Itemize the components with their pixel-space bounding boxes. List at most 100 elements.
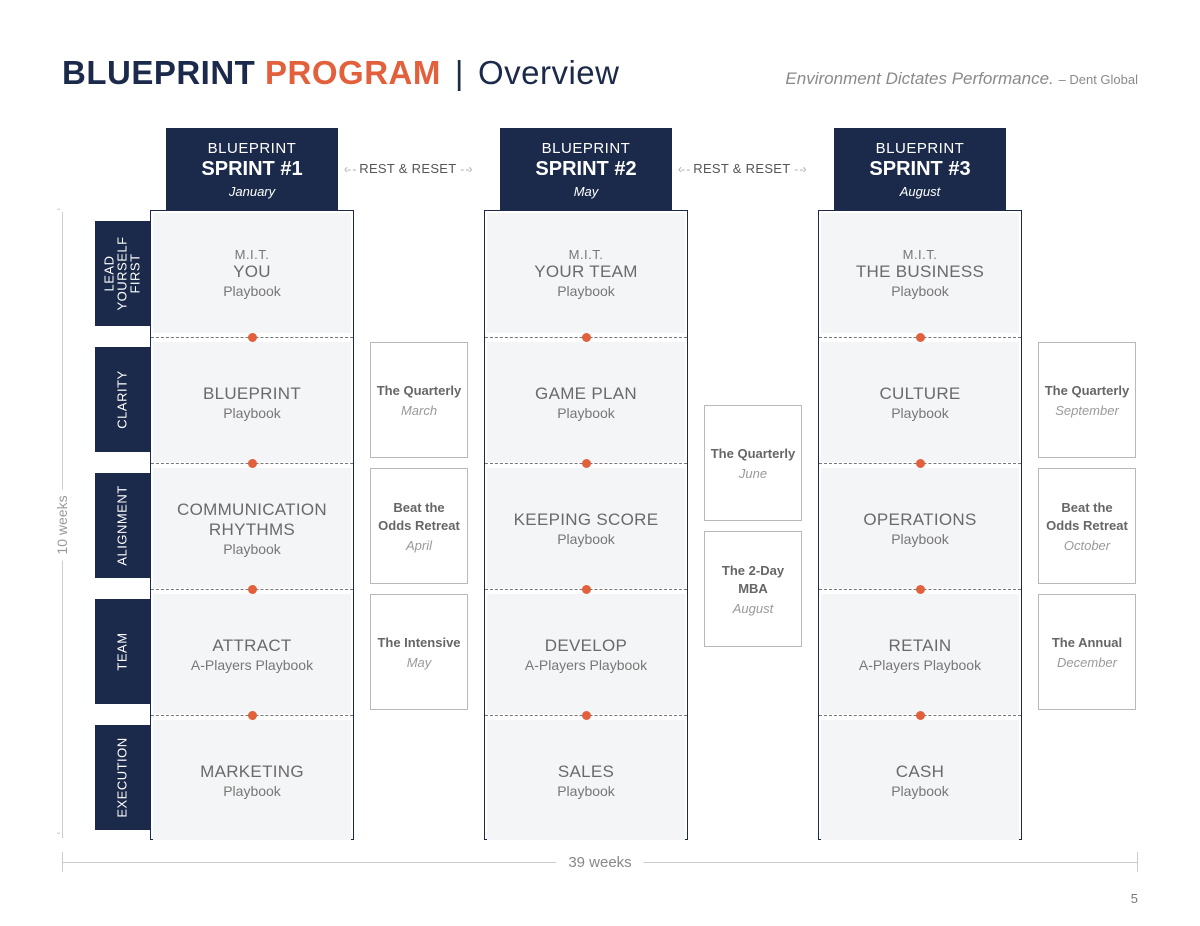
- cell-title: BLUEPRINT: [202, 383, 302, 403]
- cell-title: MARKETING: [200, 761, 304, 781]
- cell-subtitle: Playbook: [891, 530, 949, 547]
- event-box: The Intensive May: [370, 594, 468, 710]
- sprint-2-header: BLUEPRINT SPRINT #2 May: [500, 128, 672, 212]
- milestone-dot: [915, 711, 925, 720]
- cell-title: YOUR TEAM: [534, 262, 638, 281]
- left-arrow-icon: ‹- -: [344, 162, 356, 176]
- tagline-quote: Environment Dictates Performance.: [785, 69, 1054, 88]
- sprint-header-month: August: [899, 184, 941, 199]
- event-month: August: [732, 601, 774, 616]
- down-arrow-icon: ˇ: [57, 832, 61, 843]
- tagline-attribution: – Dent Global: [1058, 72, 1139, 87]
- playbook-cell: MARKETING Playbook: [153, 720, 351, 840]
- row-label-alignment: ALIGNMENT: [95, 473, 150, 578]
- playbook-cell: DEVELOP A-Players Playbook: [487, 594, 685, 714]
- cell-prefix: M.I.T.: [234, 247, 270, 262]
- event-name: The Quarterly: [1044, 383, 1130, 398]
- right-arrow-icon: - -›: [460, 162, 472, 176]
- cell-title: CULTURE: [879, 383, 961, 403]
- cell-subtitle: Playbook: [223, 540, 281, 557]
- playbook-cell: COMMUNICATION RHYTHMS Playbook: [153, 468, 351, 588]
- row-divider: [819, 585, 1021, 594]
- up-arrow-icon: ˆ: [57, 208, 61, 219]
- axis-tick-left: [62, 852, 63, 872]
- cell-subtitle: Playbook: [557, 782, 615, 799]
- cell-title: THE BUSINESS: [855, 262, 985, 281]
- playbook-cell: KEEPING SCORE Playbook: [487, 468, 685, 588]
- playbook-cell: M.I.T. THE BUSINESS Playbook: [821, 213, 1019, 333]
- playbook-cell: GAME PLAN Playbook: [487, 342, 685, 462]
- cell-subtitle: Playbook: [223, 782, 281, 799]
- row-divider: [151, 711, 353, 720]
- row-label-line: EXECUTION: [115, 737, 130, 818]
- sprint-3-header: BLUEPRINT SPRINT #3 August: [834, 128, 1006, 212]
- row-label-line: ALIGNMENT: [115, 485, 130, 566]
- milestone-dot: [247, 333, 257, 342]
- playbook-cell: OPERATIONS Playbook: [821, 468, 1019, 588]
- playbook-cell: RETAIN A-Players Playbook: [821, 594, 1019, 714]
- event-month: October: [1063, 538, 1111, 553]
- cell-subtitle: Playbook: [891, 283, 949, 299]
- milestone-dot: [915, 459, 925, 468]
- event-month: June: [738, 466, 768, 481]
- row-divider: [819, 333, 1021, 342]
- cell-title: OPERATIONS: [863, 509, 977, 529]
- row-divider: [485, 459, 687, 468]
- row-label-team: TEAM: [95, 599, 150, 704]
- playbook-cell: CULTURE Playbook: [821, 342, 1019, 462]
- cell-subtitle: A-Players Playbook: [190, 656, 314, 673]
- milestone-dot: [247, 711, 257, 720]
- sprint-header-number: SPRINT #2: [535, 158, 637, 180]
- event-box: The Quarterly March: [370, 342, 468, 458]
- cell-title: SALES: [557, 761, 615, 781]
- cell-title: YOU: [233, 262, 271, 281]
- event-month: September: [1055, 403, 1119, 418]
- event-box: The Quarterly September: [1038, 342, 1136, 458]
- cell-title: KEEPING SCORE: [513, 509, 659, 529]
- sprint-header-month: May: [573, 184, 599, 199]
- row-divider: [485, 585, 687, 594]
- cell-subtitle: Playbook: [223, 283, 281, 299]
- event-box: Beat the Odds Retreat October: [1038, 468, 1136, 584]
- playbook-cell: ATTRACT A-Players Playbook: [153, 594, 351, 714]
- title-separator: |: [454, 54, 464, 91]
- rest-reset-1: ‹- - REST & RESET - -›: [344, 161, 473, 176]
- cell-subtitle: Playbook: [557, 283, 615, 299]
- milestone-dot: [915, 333, 925, 342]
- right-arrow-icon: - -›: [794, 162, 806, 176]
- cell-title: COMMUNICATION: [177, 499, 327, 519]
- title-overview: Overview: [477, 54, 620, 91]
- playbook-cell: CASH Playbook: [821, 720, 1019, 840]
- cell-prefix: M.I.T.: [902, 247, 938, 262]
- cell-prefix: M.I.T.: [568, 247, 604, 262]
- cell-subtitle: A-Players Playbook: [524, 656, 648, 673]
- rest-reset-2: ‹- - REST & RESET - -›: [678, 161, 807, 176]
- row-divider: [819, 711, 1021, 720]
- cell-subtitle: Playbook: [223, 404, 281, 421]
- event-name: Beat the Odds Retreat: [378, 500, 460, 533]
- playbook-cell: M.I.T. YOU Playbook: [153, 213, 351, 333]
- cell-title-line2: RHYTHMS: [208, 519, 296, 539]
- event-box: The 2-Day MBA August: [704, 531, 802, 647]
- playbook-cell: BLUEPRINT Playbook: [153, 342, 351, 462]
- axis-tick-right: [1137, 852, 1138, 872]
- cell-title: ATTRACT: [212, 635, 292, 655]
- event-month: May: [406, 655, 432, 670]
- event-name: The Quarterly: [376, 383, 462, 398]
- sprint-1-header: BLUEPRINT SPRINT #1 January: [166, 128, 338, 212]
- sprint-header-line1: BLUEPRINT: [207, 140, 297, 157]
- milestone-dot: [581, 333, 591, 342]
- event-name: The Quarterly: [710, 446, 796, 461]
- event-month: March: [400, 403, 438, 418]
- playbook-cell: M.I.T. YOUR TEAM Playbook: [487, 213, 685, 333]
- title-program: PROGRAM: [265, 54, 441, 91]
- sprint-header-line1: BLUEPRINT: [875, 140, 965, 157]
- vertical-axis-label: 10 weeks: [54, 489, 70, 561]
- row-divider: [151, 333, 353, 342]
- sprint-header-number: SPRINT #3: [869, 158, 971, 180]
- sprint-header-number: SPRINT #1: [201, 158, 303, 180]
- playbook-cell: SALES Playbook: [487, 720, 685, 840]
- row-divider: [485, 711, 687, 720]
- row-label-line: CLARITY: [115, 370, 130, 429]
- sprint-header-line1: BLUEPRINT: [541, 140, 631, 157]
